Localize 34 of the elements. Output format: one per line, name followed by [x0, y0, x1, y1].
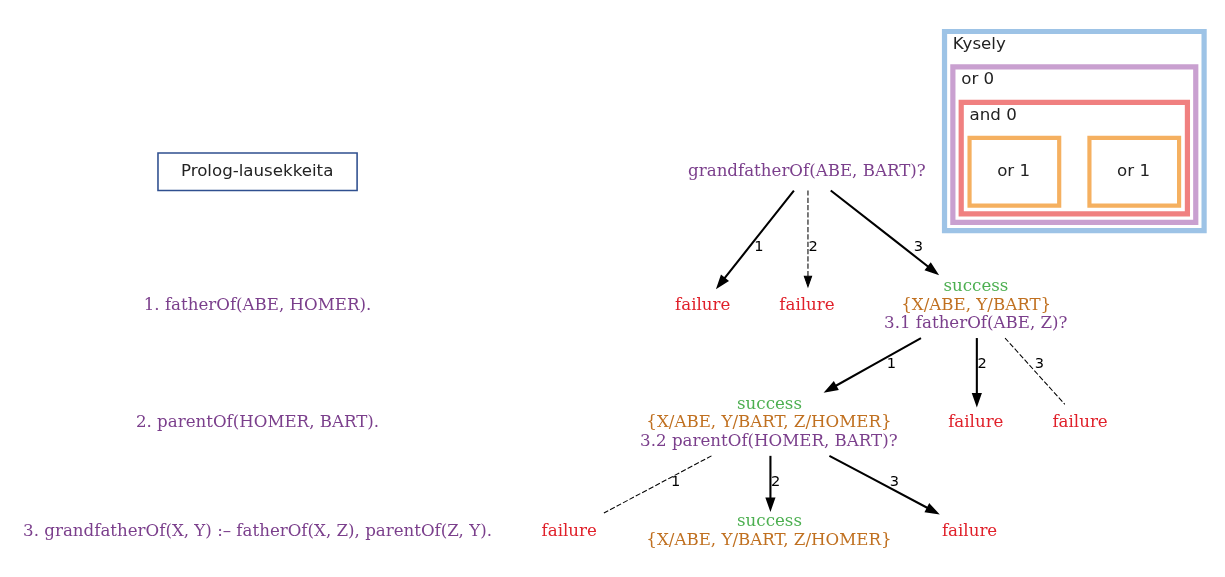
- arrow: [828, 454, 940, 514]
- arrow: [823, 336, 922, 393]
- node-text: failure: [675, 294, 731, 314]
- arrow: [971, 337, 982, 408]
- arrow: [715, 189, 795, 289]
- node-text: success {X/ABE, Y/BART, Z/HOMER} 3.2 parentOf(HOMER, BART)?: [640, 393, 898, 450]
- node-text: failure: [779, 294, 835, 314]
- node-box: Prolog-lausekkeita: [157, 151, 358, 191]
- edge-label: 2: [977, 353, 987, 371]
- edge-label: 1: [886, 353, 896, 371]
- connector: [1004, 337, 1066, 405]
- node-text: failure: [541, 520, 597, 540]
- edge-label: 3: [913, 236, 924, 254]
- arrow: [803, 189, 813, 288]
- edge-label: 1: [754, 236, 764, 254]
- node-box: or 1: [1087, 135, 1182, 208]
- node-box: or 1: [967, 135, 1062, 208]
- label: 2. parentOf(HOMER, BART).: [135, 411, 380, 431]
- node-text: grandfatherOf(ABE, BART)?: [688, 160, 926, 180]
- label: 1. fatherOf(ABE, HOMER).: [143, 294, 372, 314]
- edge-label: 2: [771, 471, 781, 489]
- edge-label: 3: [1034, 353, 1045, 371]
- arrow: [830, 189, 940, 275]
- edge-label: 1: [670, 471, 681, 489]
- edge-label: 2: [808, 236, 818, 254]
- node-text: failure: [948, 411, 1004, 431]
- node-text: failure: [1052, 411, 1108, 431]
- node-text: success {X/ABE, Y/BART} 3.1 fatherOf(ABE, Z)?: [884, 275, 1068, 332]
- connector: [603, 454, 712, 513]
- node-text: success {X/ABE, Y/BART, Z/HOMER}: [646, 510, 892, 549]
- arrow: [765, 455, 776, 512]
- node-text: failure: [941, 520, 998, 540]
- label: 3. grandfatherOf(X, Y) :– fatherOf(X, Z), parentOf(Z, Y).: [23, 520, 492, 540]
- edge-label: 3: [889, 471, 900, 489]
